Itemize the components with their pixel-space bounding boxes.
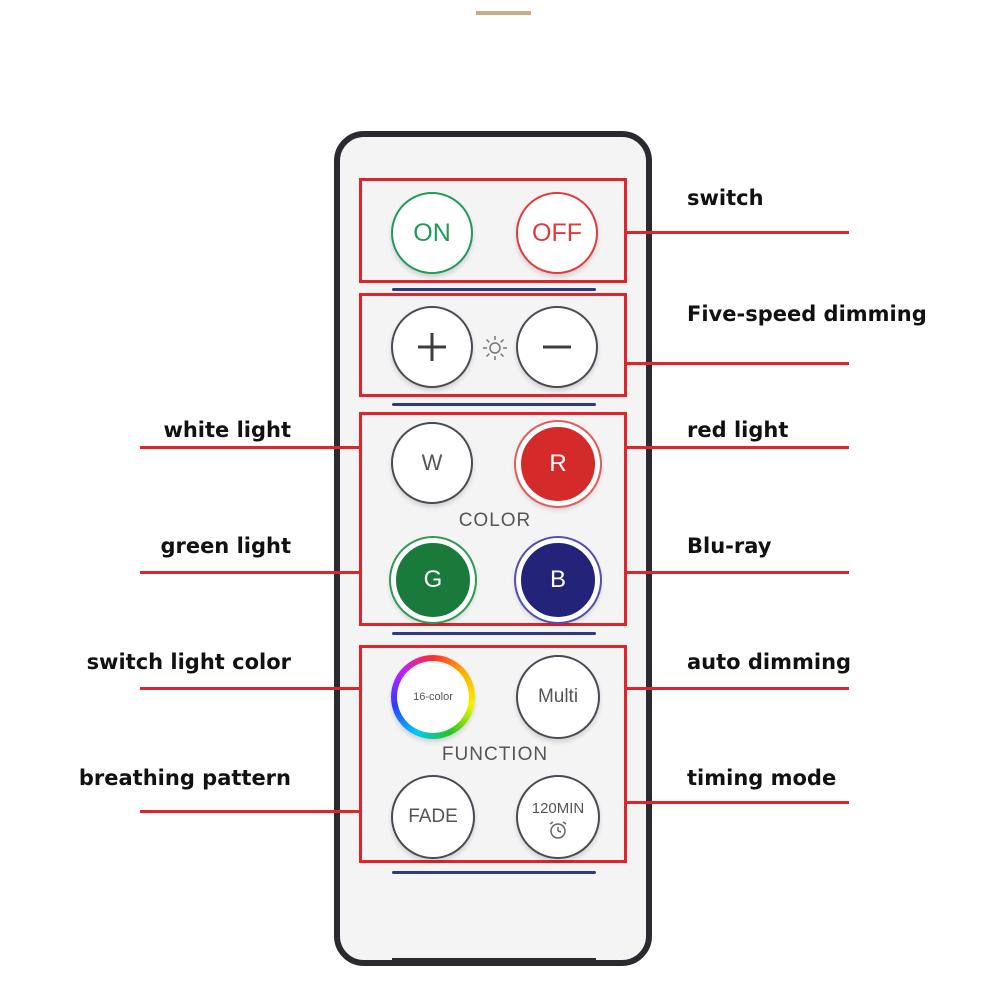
- leader-switch-color: [140, 687, 359, 690]
- green-button[interactable]: G: [391, 538, 475, 622]
- color16-button[interactable]: 16-color: [391, 655, 475, 739]
- blue-button-label: B: [549, 566, 566, 593]
- leader-blu-ray: [627, 571, 849, 574]
- multi-button[interactable]: Multi: [516, 655, 600, 739]
- callout-breathing: breathing pattern: [78, 766, 291, 790]
- callout-blu-ray: Blu-ray: [687, 534, 772, 558]
- leader-breathing: [140, 810, 359, 813]
- color16-button-face: 16-color: [397, 661, 469, 733]
- leader-switch: [627, 231, 849, 234]
- blue-button[interactable]: B: [516, 538, 600, 622]
- on-button-label: ON: [413, 218, 451, 247]
- multi-button-label: Multi: [537, 686, 579, 707]
- remote-control-body: [334, 131, 652, 966]
- fade-button-label: FADE: [408, 806, 458, 827]
- callout-red-light: red light: [687, 418, 789, 442]
- timer-button[interactable]: 120MIN: [516, 775, 600, 859]
- callout-dimming: Five-speed dimming: [687, 302, 927, 326]
- leader-white-light: [140, 446, 359, 449]
- divider-2: [392, 403, 596, 406]
- off-button-label: OFF: [532, 218, 582, 247]
- red-button[interactable]: R: [516, 422, 600, 506]
- callout-green-light: green light: [160, 534, 291, 558]
- callout-switch: switch: [687, 186, 764, 210]
- color16-button-label: 16-color: [413, 691, 453, 703]
- green-button-label: G: [423, 566, 443, 593]
- plus-icon: [418, 333, 446, 361]
- callout-timing: timing mode: [687, 766, 837, 790]
- red-button-label: R: [549, 450, 567, 477]
- leader-dimming: [627, 362, 849, 365]
- remote-bottom-edge: [392, 958, 596, 966]
- minus-icon: [543, 345, 571, 349]
- leader-timing: [627, 801, 849, 804]
- white-button[interactable]: W: [391, 422, 473, 504]
- fade-button[interactable]: FADE: [391, 775, 475, 859]
- color-section-label: COLOR: [458, 510, 532, 531]
- on-button[interactable]: ON: [391, 192, 473, 274]
- callout-switch-color: switch light color: [86, 650, 291, 674]
- alarm-clock-icon: [549, 820, 567, 839]
- leader-red-light: [627, 446, 849, 449]
- brightness-up-button[interactable]: [391, 306, 473, 388]
- top-accent-bar: [476, 11, 531, 15]
- switch-group-frame: [359, 178, 627, 283]
- off-button[interactable]: OFF: [516, 192, 598, 274]
- leader-auto-dimming: [627, 687, 849, 690]
- divider-3: [392, 632, 596, 635]
- color-group-frame: [359, 412, 627, 626]
- white-button-label: W: [421, 450, 443, 475]
- divider-1: [392, 288, 596, 291]
- function-section-label: FUNCTION: [441, 744, 549, 765]
- timer-button-label: 120MIN: [531, 799, 585, 817]
- leader-green-light: [140, 571, 359, 574]
- callout-auto-dimming: auto dimming: [687, 650, 852, 674]
- callout-white-light: white light: [163, 418, 291, 442]
- sun-icon: [483, 336, 507, 360]
- dimming-group-frame: [359, 293, 627, 397]
- brightness-down-button[interactable]: [516, 306, 598, 388]
- divider-4: [392, 871, 596, 874]
- function-group-frame: [359, 645, 627, 863]
